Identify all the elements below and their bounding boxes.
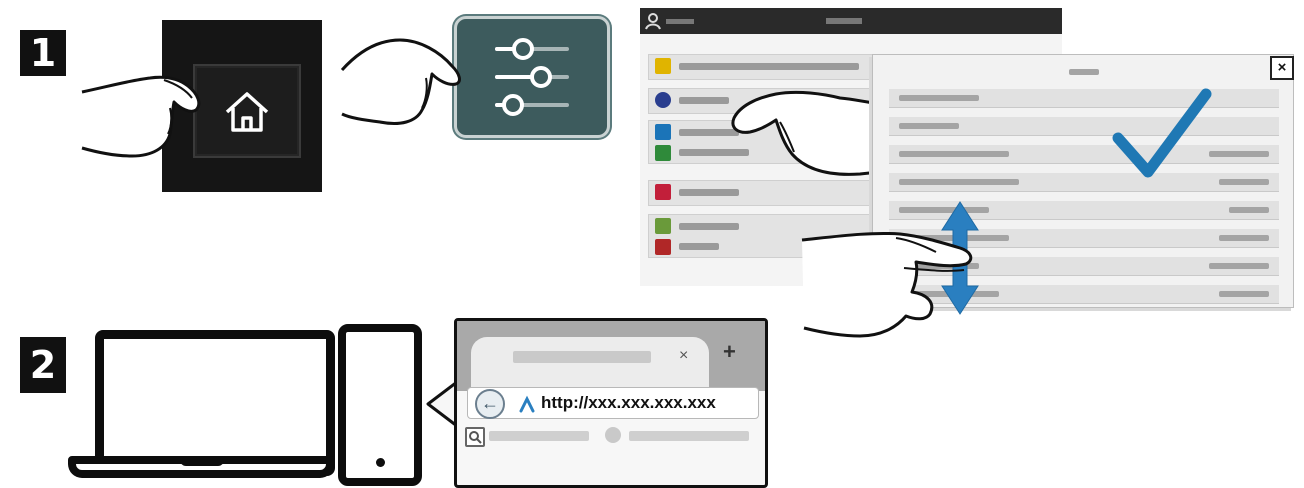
secure-link-icon [519,395,535,413]
tab-close-button[interactable]: × [679,347,688,365]
tab-title-placeholder [513,351,651,363]
menu-item-icon [655,124,671,140]
back-button[interactable]: ← [475,389,505,419]
menu-item-label [679,243,719,250]
browser-window: × + ← http://xxx.xxx.xxx.xxx [454,318,768,488]
phone-home-button [376,458,385,467]
laptop-notch [180,456,224,466]
menu-item-icon [655,92,671,108]
new-tab-button[interactable]: + [723,339,736,365]
bookmark-placeholder [629,431,749,441]
browser-tab[interactable] [471,337,709,391]
dialog-title [1069,69,1099,75]
menu-item-icon [655,145,671,161]
step-2-badge: 2 [20,337,66,393]
menu-item-icon [655,218,671,234]
hand-pointer-icon [800,224,980,342]
menu-item-label [679,189,739,196]
step-1-badge: 1 [20,30,66,76]
menu-item-label [679,63,859,70]
checkmark-icon [1112,86,1212,186]
laptop-icon [95,330,335,476]
url-text[interactable]: http://xxx.xxx.xxx.xxx [541,393,716,413]
dialog-close-button[interactable]: × [1270,56,1294,80]
dialog-row[interactable] [889,145,1279,164]
menu-item-label [679,223,739,230]
hand-pointer-icon [80,68,220,163]
settings-sliders-icon [457,19,607,135]
back-arrow-icon: ← [481,393,499,413]
search-icon[interactable] [465,427,485,447]
settings-app-tile[interactable] [454,16,610,138]
menu-header [640,8,1062,34]
search-placeholder [489,431,589,441]
menu-item-icon [655,239,671,255]
dialog-row[interactable] [889,89,1279,108]
dialog-row[interactable] [889,173,1279,192]
dialog-row[interactable] [889,117,1279,136]
user-icon [640,8,1062,34]
hand-pointer-icon [340,30,470,130]
bookmark-icon [605,427,621,443]
menu-item-icon [655,58,671,74]
menu-item-icon [655,184,671,200]
